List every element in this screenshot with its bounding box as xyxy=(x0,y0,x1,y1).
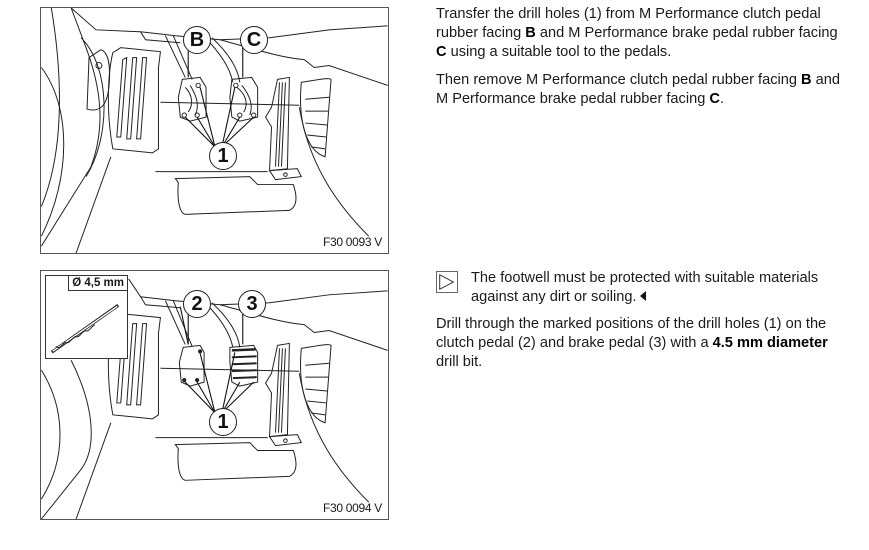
text: Then remove M Performance clutch pedal r… xyxy=(436,72,802,88)
footwell-illustration xyxy=(41,8,388,253)
figure-drilling-pedals: Ø 4,5 mm 2 3 1 F30 0094 V xyxy=(40,270,389,520)
bold-label-b: B xyxy=(801,72,812,88)
note-text: The footwell must be protected with suit… xyxy=(471,270,819,305)
bold-label-b: B xyxy=(525,25,536,41)
arrows-to-drill-holes xyxy=(184,47,255,148)
text: Transfer the drill holes (1) from M Perf… xyxy=(436,6,821,41)
protection-note: The footwell must be protected with suit… xyxy=(436,269,846,307)
drill-bit-inset: Ø 4,5 mm xyxy=(45,275,128,359)
note-triangle-icon xyxy=(436,271,458,293)
callout-b: B xyxy=(183,26,211,54)
figure-code: F30 0094 V xyxy=(322,501,382,515)
end-of-note-icon xyxy=(640,291,647,301)
drill-bit-icon xyxy=(50,304,120,354)
bold-label-c: C xyxy=(709,91,720,107)
drill-diameter-label: Ø 4,5 mm xyxy=(68,275,128,291)
step-2-instructions: The footwell must be protected with suit… xyxy=(436,269,846,381)
callout-c: C xyxy=(240,26,268,54)
text: drill bit. xyxy=(436,354,483,370)
callout-1: 1 xyxy=(209,142,237,170)
paragraph-drill-holes: Drill through the marked positions of th… xyxy=(436,315,846,372)
figure-pedals-rubber-facings: B C 1 F30 0093 V xyxy=(40,7,389,254)
callout-1: 1 xyxy=(209,408,237,436)
bold-drill-size: 4.5 mm diameter xyxy=(712,335,828,351)
text: . xyxy=(719,91,724,107)
note-text-wrap: The footwell must be protected with suit… xyxy=(471,269,846,307)
text: and M Performance brake pedal rubber fac… xyxy=(535,25,838,41)
text: Drill through the marked positions of th… xyxy=(436,316,827,351)
callout-3: 3 xyxy=(238,290,266,318)
arrows-to-drill-holes xyxy=(179,306,255,414)
text: and M Performance brake pedal rubber fac… xyxy=(436,72,840,107)
step-1-instructions: Transfer the drill holes (1) from M Perf… xyxy=(436,5,846,118)
paragraph-remove-facings: Then remove M Performance clutch pedal r… xyxy=(436,71,846,109)
paragraph-transfer-holes: Transfer the drill holes (1) from M Perf… xyxy=(436,5,846,62)
bold-label-c: C xyxy=(436,44,447,60)
text: using a suitable tool to the pedals. xyxy=(446,44,672,60)
callout-2: 2 xyxy=(183,290,211,318)
figure-code: F30 0093 V xyxy=(322,235,382,249)
